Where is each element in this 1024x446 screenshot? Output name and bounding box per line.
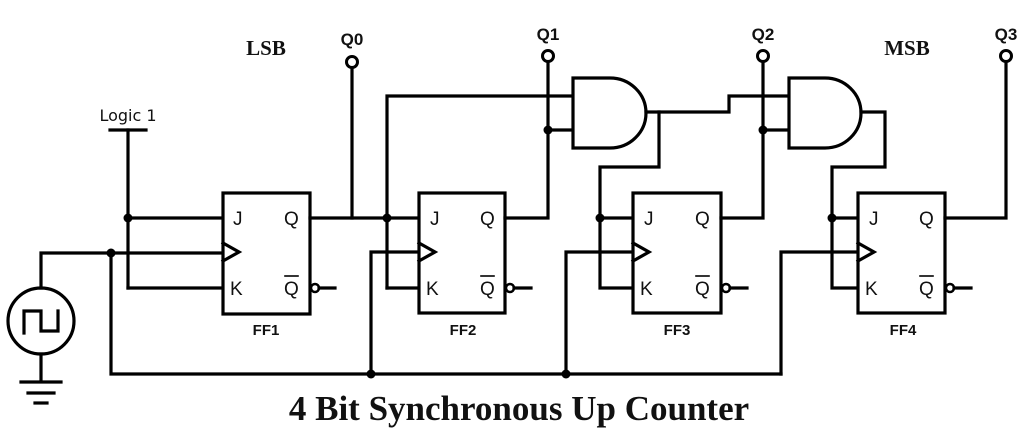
junction-dot: [543, 125, 553, 135]
flip-flop-ff2: J K Q Q FF2: [416, 191, 533, 339]
square-wave-icon: [22, 309, 60, 335]
output-q2: Q2: [752, 25, 775, 63]
output-terminal-icon: [999, 49, 1013, 63]
and-gate-icon: [787, 76, 863, 150]
pin-qbar: Q: [919, 279, 934, 300]
diagram-title: 4 Bit Synchronous Up Counter: [289, 389, 749, 428]
output-q3: Q3: [995, 25, 1018, 63]
junction-dot: [561, 369, 571, 379]
lsb-label: LSB: [246, 36, 286, 60]
q3-net: [943, 59, 1008, 220]
junction-dot: [366, 369, 376, 379]
output-q1: Q1: [537, 25, 560, 63]
and-gate-1: [571, 76, 791, 290]
pin-q: Q: [695, 209, 710, 230]
ff-label: FF2: [450, 322, 477, 339]
pin-j: J: [869, 209, 879, 230]
output-label: Q3: [995, 25, 1018, 44]
junction-dot: [827, 213, 837, 223]
output-terminal-icon: [756, 49, 770, 63]
clock-triangle-icon: [220, 240, 243, 264]
pin-j: J: [430, 209, 440, 230]
pin-q: Q: [919, 209, 934, 230]
pin-qbar: Q: [695, 279, 710, 300]
pin-qbar: Q: [284, 279, 299, 300]
pin-k: K: [640, 279, 653, 300]
ground-icon: [19, 352, 63, 405]
flip-flop-ff3: J K Q Q FF3: [630, 191, 749, 339]
output-terminal-icon: [345, 55, 359, 69]
ff-label: FF1: [253, 322, 280, 339]
q2-net: [719, 59, 791, 220]
junction-dot: [382, 213, 392, 223]
junction-dot: [595, 213, 605, 223]
output-q0: Q0: [341, 30, 364, 69]
logic-high-label: Logic 1: [99, 106, 156, 125]
pin-qbar: Q: [480, 279, 495, 300]
output-label: Q1: [537, 25, 560, 44]
pin-q: Q: [480, 209, 495, 230]
junction-dot: [123, 213, 133, 223]
logic-high-source: Logic 1: [99, 106, 225, 290]
pin-j: J: [644, 209, 654, 230]
output-terminal-icon: [541, 49, 555, 63]
q1-net: [503, 59, 575, 220]
q0-net: [308, 65, 575, 290]
clock-source: [6, 286, 76, 356]
pin-k: K: [426, 279, 439, 300]
msb-label: MSB: [884, 36, 930, 60]
clock-triangle-icon: [630, 240, 653, 264]
flip-flop-ff1: J K Q Q FF1: [220, 191, 337, 339]
pin-k: K: [230, 279, 243, 300]
flip-flop-ff4: J K Q Q FF4: [855, 191, 973, 339]
junction-dot: [758, 125, 768, 135]
ff-label: FF4: [890, 322, 917, 339]
output-label: Q2: [752, 25, 775, 44]
clock-triangle-icon: [855, 240, 878, 264]
pin-k: K: [865, 279, 878, 300]
and-gate-icon: [571, 76, 648, 150]
junction-dot: [106, 248, 116, 258]
pin-j: J: [233, 209, 243, 230]
and-gate-2: [787, 76, 887, 290]
output-label: Q0: [341, 30, 364, 49]
ff-label: FF3: [664, 322, 691, 339]
clock-triangle-icon: [416, 240, 439, 264]
pin-q: Q: [284, 209, 299, 230]
